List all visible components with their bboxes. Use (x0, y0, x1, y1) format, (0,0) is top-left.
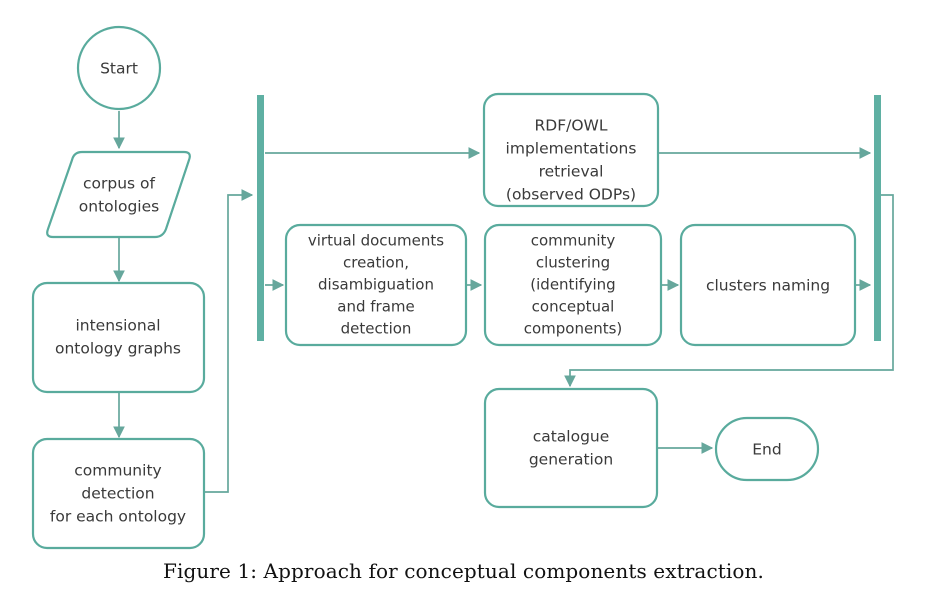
community-clustering-label-line5: components) (524, 320, 623, 338)
corpus-parallelogram-shape (46, 150, 191, 239)
intensional-rect-shape (31, 281, 206, 394)
clusters-naming-rect-shape (679, 223, 857, 347)
catalogue-generation-label-line1: catalogue (533, 428, 610, 446)
edge-layer (113, 111, 894, 493)
join-bar-right-shape (874, 95, 881, 341)
end-label: End (752, 441, 781, 459)
start-label: Start (100, 60, 138, 78)
node-intensional-ontology-graphs[interactable]: intensional ontology graphs (31, 281, 206, 394)
virtual-documents-label-line1: virtual documents (308, 232, 444, 250)
community-detection-rect-shape (31, 437, 206, 550)
rdf-owl-label-line1: RDF/OWL (534, 117, 607, 135)
rdf-owl-label-line3: retrieval (539, 163, 604, 181)
intensional-label-line1: intensional (75, 317, 160, 335)
fork-bar-left-shape (257, 95, 264, 341)
community-clustering-label-line4: conceptual (532, 298, 615, 316)
rdf-owl-label-line2: implementations (506, 140, 637, 158)
node-catalogue-generation[interactable]: catalogue generation (483, 387, 659, 509)
community-clustering-label-line3: (identifying (530, 276, 615, 294)
catalogue-generation-label-line2: generation (529, 451, 613, 469)
virtual-documents-label-line5: detection (341, 320, 412, 338)
community-detection-label-line2: detection (81, 485, 154, 503)
node-fork-bar-left (257, 95, 264, 341)
node-end[interactable]: End (714, 416, 820, 482)
virtual-documents-label-line3: disambiguation (318, 276, 434, 294)
virtual-documents-label-line4: and frame (337, 298, 414, 316)
catalogue-generation-rect-shape (483, 387, 659, 509)
node-clusters-naming[interactable]: clusters naming (679, 223, 857, 347)
end-ellipse-shape (714, 416, 820, 482)
start-circle-shape (76, 25, 162, 111)
community-clustering-label-line1: community (531, 232, 616, 250)
node-start[interactable]: Start (76, 25, 162, 111)
community-clustering-label-line2: clustering (536, 254, 610, 272)
clusters-naming-label: clusters naming (706, 277, 830, 295)
rdf-owl-label-line4: (observed ODPs) (506, 186, 636, 204)
virtual-documents-rect-shape (284, 223, 468, 347)
node-community-detection-for-each-ontology[interactable]: community detection for each ontology (31, 437, 206, 550)
node-corpus-of-ontologies[interactable]: corpus of ontologies (46, 150, 191, 239)
edge-join-bar-to-catalogue-generation (564, 194, 894, 388)
node-join-bar-right (874, 95, 881, 341)
figure-caption: Figure 1: Approach for conceptual compon… (163, 559, 764, 583)
rdf-owl-rect-shape (482, 92, 660, 208)
node-virtual-documents-creation[interactable]: virtual documents creation, disambiguati… (284, 223, 468, 347)
node-community-clustering[interactable]: community clustering (identifying concep… (483, 223, 663, 347)
virtual-documents-label-line2: creation, (343, 254, 409, 272)
corpus-label-line1: corpus of (83, 175, 156, 193)
community-detection-label-line1: community (74, 462, 161, 480)
community-clustering-rect-shape (483, 223, 663, 347)
edge-community-detection-to-fork-bar (203, 189, 254, 493)
intensional-label-line2: ontology graphs (55, 340, 181, 358)
community-detection-label-line3: for each ontology (50, 508, 186, 526)
corpus-label-line2: ontologies (79, 198, 159, 216)
node-rdf-owl-implementations-retrieval[interactable]: RDF/OWL implementations retrieval (obser… (482, 92, 660, 208)
